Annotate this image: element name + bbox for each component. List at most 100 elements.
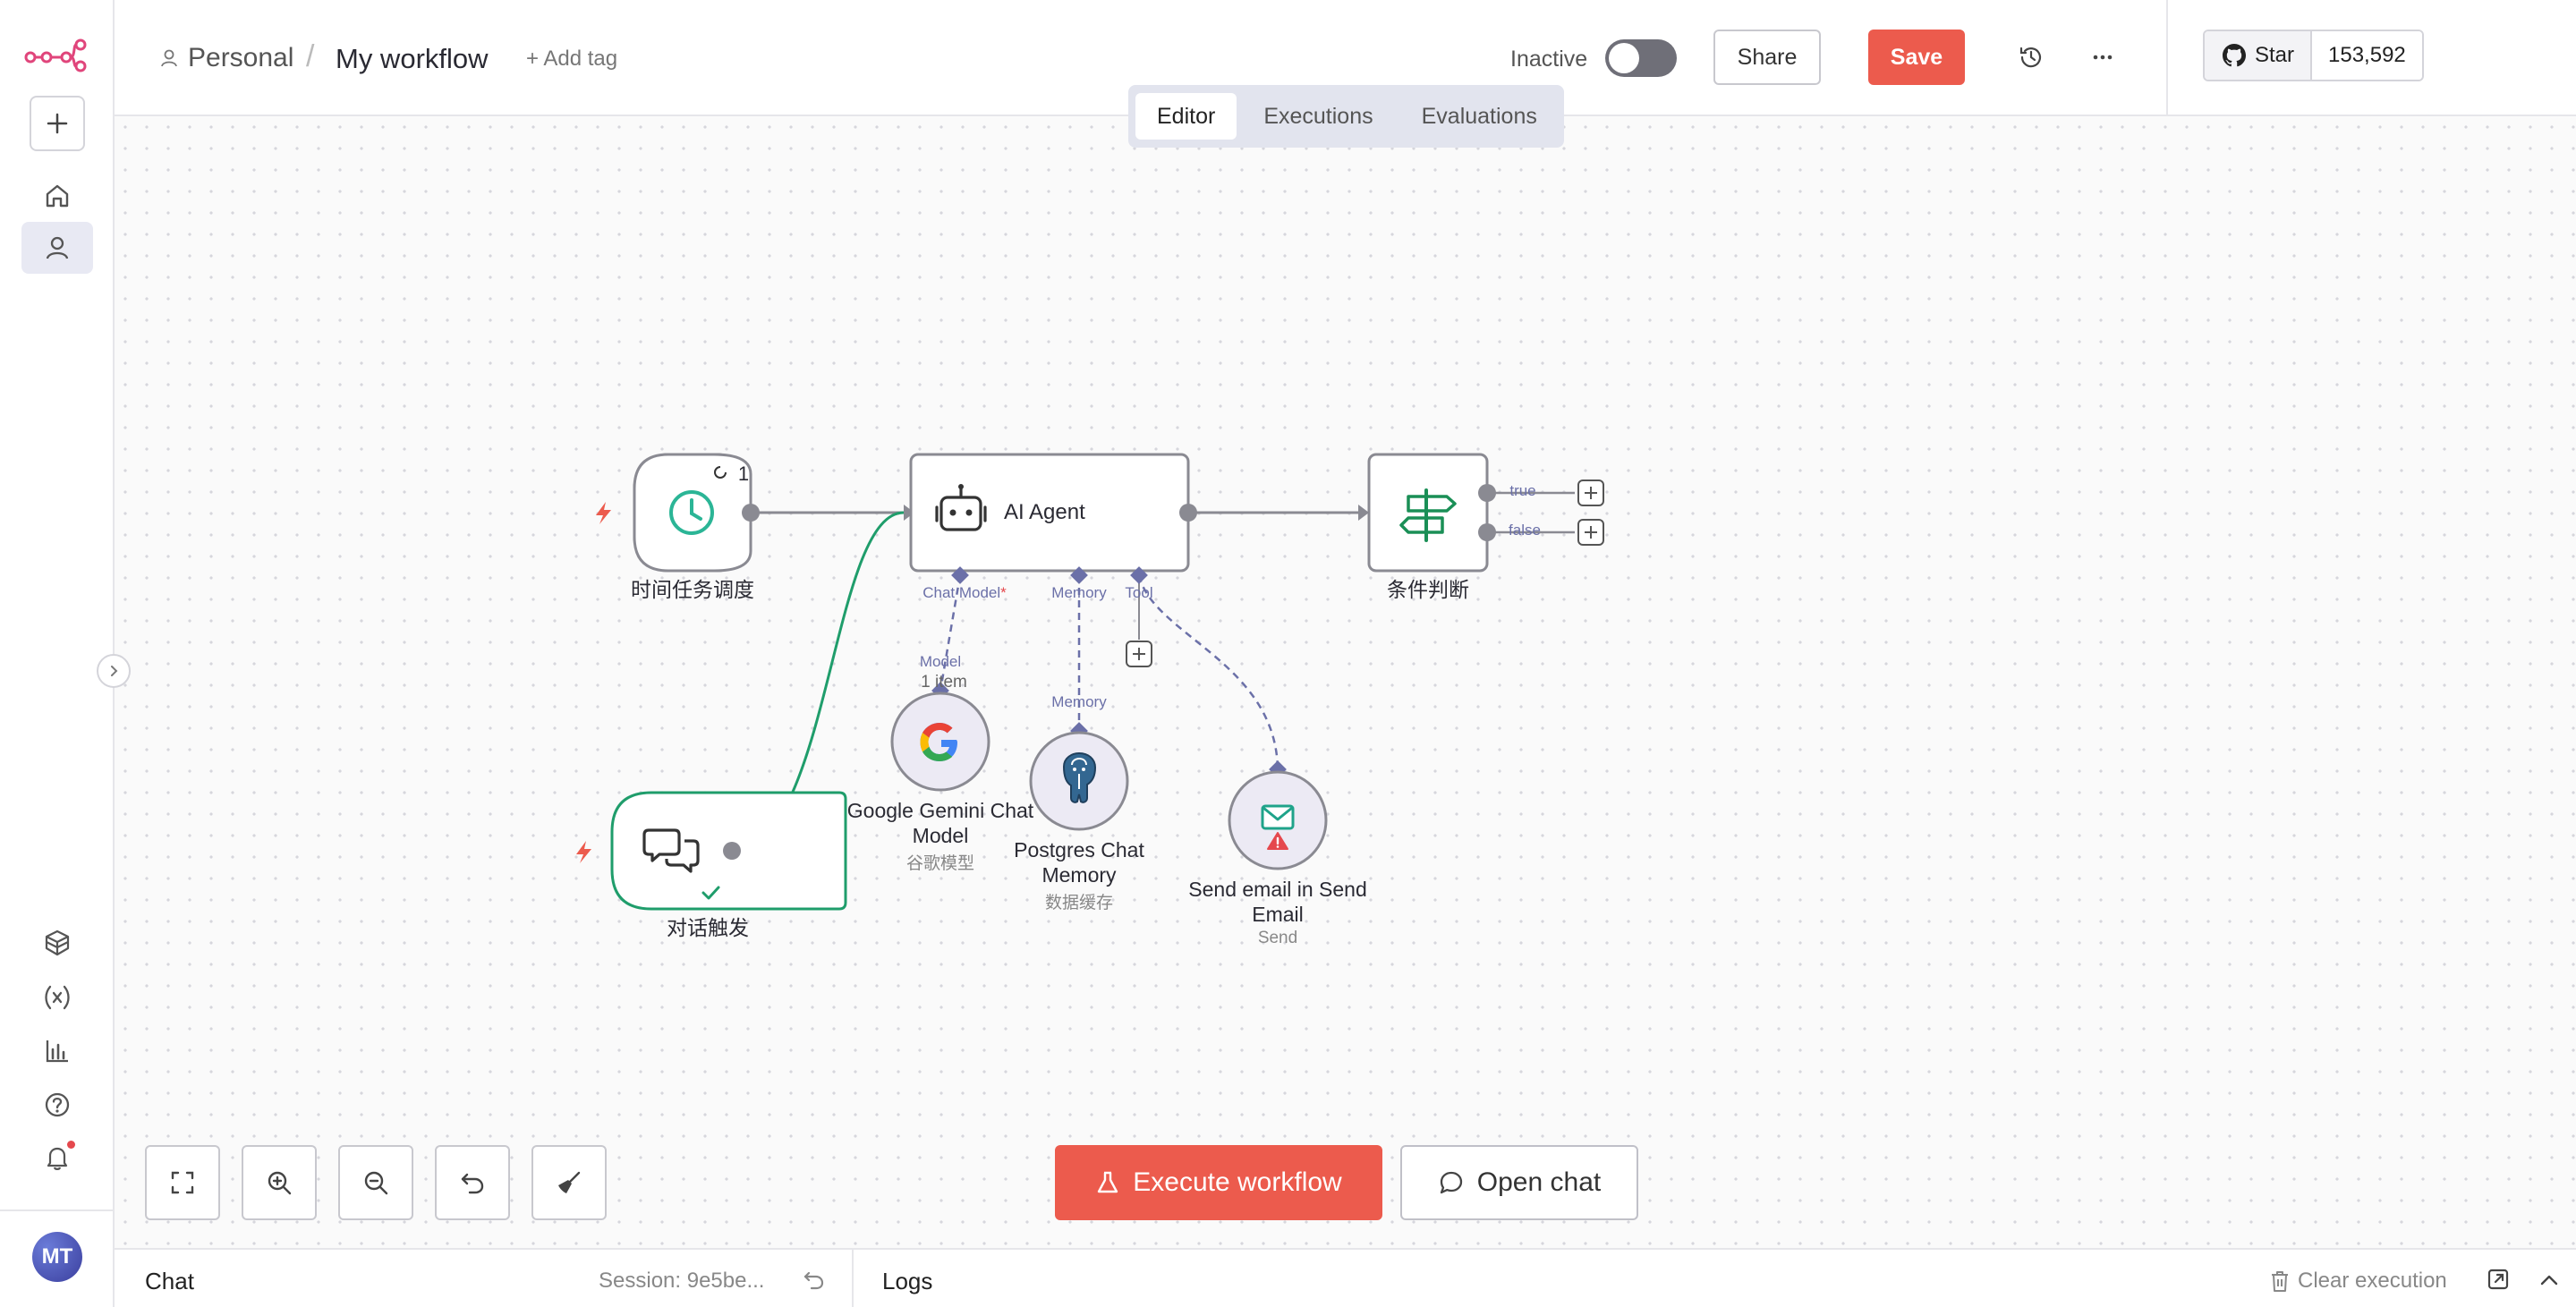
chevron-up-icon[interactable] [2538, 1269, 2561, 1292]
node-gemini-subtitle: 谷歌模型 [905, 854, 974, 873]
user-icon [46, 236, 69, 259]
node-chat-trigger-label: 对话触发 [667, 916, 749, 939]
connection-email-to-agent[interactable] [1137, 574, 1279, 770]
chevron-right-icon [111, 666, 118, 676]
create-new-button[interactable] [30, 96, 85, 151]
sidebar-item-overview[interactable] [30, 168, 85, 224]
execute-workflow-button[interactable]: Execute workflow [1055, 1145, 1382, 1220]
warning-icon [1267, 832, 1288, 850]
port-agent-output[interactable] [1179, 504, 1197, 522]
port-memory-input-label: Memory [1051, 693, 1107, 710]
sidebar-item-personal[interactable] [21, 222, 93, 274]
trigger-bolt-icon [596, 502, 611, 524]
port-chat-model-label: Chat Model* [922, 584, 1007, 601]
broom-icon [558, 1171, 581, 1193]
port-schedule-output[interactable] [742, 504, 760, 522]
add-node-false-button[interactable] [1577, 519, 1604, 546]
port-memory-label: Memory [1051, 584, 1107, 601]
workflow-name-label: My workflow [336, 43, 489, 74]
node-schedule-trigger-label: 时间任务调度 [631, 578, 754, 601]
reset-session-icon[interactable] [802, 1268, 827, 1293]
chat-bubbles-icon [642, 828, 700, 873]
more-options-button[interactable] [2085, 39, 2121, 75]
notification-dot [67, 1141, 75, 1149]
n8n-logo-icon[interactable] [21, 32, 93, 75]
breadcrumb-separator: / [306, 39, 315, 73]
output-true-label: true [1509, 482, 1536, 499]
undo-icon [461, 1173, 484, 1194]
logs-panel-title[interactable]: Logs [882, 1268, 933, 1294]
trash-icon [2272, 1271, 2288, 1292]
avatar[interactable]: MT [32, 1232, 82, 1282]
chat-panel-title[interactable]: Chat [145, 1268, 194, 1294]
port-tool-label: Tool [1125, 584, 1153, 601]
port-chat-trigger-output[interactable] [723, 842, 741, 860]
user-icon [161, 49, 177, 67]
port-agent-memory[interactable] [1070, 566, 1088, 584]
sidebar-divider [0, 1209, 113, 1211]
pin-loop-icon [714, 466, 727, 479]
left-sidebar: MT [0, 0, 115, 1307]
tab-editor[interactable]: Editor [1135, 93, 1237, 140]
bell-icon [47, 1147, 68, 1170]
sidebar-item-insights[interactable] [36, 1030, 79, 1073]
workflow-graph [576, 453, 1604, 911]
connection-label: 1 item [921, 673, 967, 692]
add-tool-button[interactable] [1126, 641, 1152, 667]
workflow-name[interactable]: My workflow [336, 43, 489, 75]
clear-execution-button[interactable]: Clear execution [2269, 1269, 2447, 1294]
port-agent-tool[interactable] [1130, 566, 1148, 584]
flask-icon [1098, 1171, 1118, 1193]
port-model-label: Model [919, 653, 962, 670]
sidebar-expand-button[interactable] [97, 654, 131, 688]
bar-chart-icon [46, 1040, 68, 1063]
sidebar-item-templates[interactable] [36, 921, 79, 964]
zoom-in-button[interactable] [242, 1145, 317, 1220]
workflow-canvas[interactable]: 时间任务调度 1 AI Agent 条件判断 true false 对话触发 C… [115, 116, 2576, 1248]
github-star-widget[interactable]: Star 153,592 [2203, 30, 2424, 81]
toggle-knob [1609, 43, 1639, 73]
help-circle-icon [45, 1092, 70, 1117]
save-button[interactable]: Save [1868, 30, 1965, 85]
clear-execution-label: Clear execution [2298, 1269, 2447, 1293]
port-condition-true[interactable] [1478, 484, 1496, 502]
variables-icon [45, 985, 70, 1010]
sidebar-item-help[interactable] [36, 1083, 79, 1126]
node-gemini[interactable] [890, 692, 990, 792]
arrow-agent-input [904, 505, 914, 521]
tidy-up-button[interactable] [531, 1145, 607, 1220]
port-agent-chat-model[interactable] [951, 566, 969, 584]
sidebar-item-variables[interactable] [36, 976, 79, 1019]
chat-bubble-icon [1440, 1171, 1462, 1194]
open-chat-button[interactable]: Open chat [1400, 1145, 1638, 1220]
history-button[interactable] [2013, 39, 2049, 75]
share-button[interactable]: Share [1713, 30, 1821, 85]
open-chat-label: Open chat [1476, 1167, 1602, 1197]
undo-button[interactable] [435, 1145, 510, 1220]
node-send-email-subtitle: Send [1257, 929, 1298, 947]
robot-icon [935, 484, 987, 531]
active-toggle[interactable] [1605, 39, 1677, 77]
zoom-out-button[interactable] [338, 1145, 413, 1220]
add-tag-button[interactable]: + Add tag [526, 47, 618, 71]
google-icon [920, 723, 957, 761]
connection-gemini-to-agent[interactable] [939, 574, 962, 692]
header-divider [2166, 0, 2168, 115]
tab-executions[interactable]: Executions [1263, 103, 1373, 129]
plus-icon [47, 113, 68, 134]
breadcrumb-project-label: Personal [188, 43, 294, 72]
tab-evaluations[interactable]: Evaluations [1421, 103, 1537, 129]
pop-out-icon[interactable] [2486, 1267, 2511, 1292]
zoom-out-icon [364, 1171, 388, 1195]
clock-icon [669, 490, 714, 535]
github-star-button[interactable]: Star [2205, 31, 2313, 80]
port-condition-false[interactable] [1478, 523, 1496, 541]
view-tabs: Editor Executions Evaluations [1128, 85, 1564, 148]
sidebar-item-notifications[interactable] [36, 1136, 79, 1179]
breadcrumb-project[interactable]: Personal [159, 43, 293, 73]
bottom-panel-divider [852, 1250, 854, 1307]
zoom-to-fit-button[interactable] [145, 1145, 220, 1220]
add-node-true-button[interactable] [1577, 480, 1604, 506]
